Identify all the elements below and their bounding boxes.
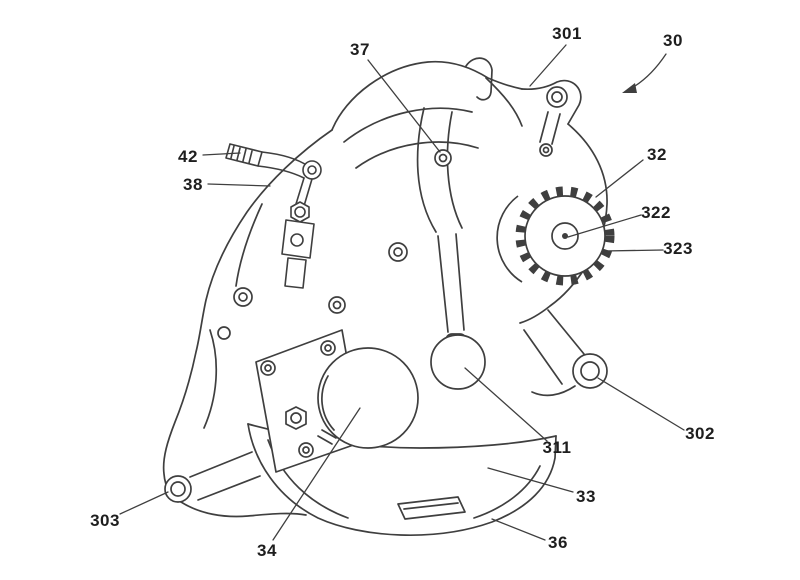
ref-label-323: 323 [663,239,693,258]
sprocket-center-dot [562,233,568,239]
leader-303 [119,491,169,515]
large-boss-34 [317,347,419,449]
engine-case-outline [162,57,608,518]
ref-label-302: 302 [685,424,715,443]
bolts-and-bosses [217,143,553,340]
center-bosses [317,233,486,449]
ref-label-322: 322 [641,203,671,222]
ref-label-34: 34 [257,541,277,560]
ref-label-42: 42 [178,147,198,166]
shaft-boss-311 [430,334,486,390]
sprocket [496,186,615,286]
leader-302 [597,377,685,431]
leader-32 [595,159,644,198]
ref-label-311: 311 [542,438,572,457]
shift-linkage [225,143,322,289]
ref-label-37: 37 [350,40,370,59]
ref-label-38: 38 [183,175,203,194]
ref-label-303: 303 [90,511,120,530]
ref-label-30: 30 [663,31,683,50]
leader-30-arrow [629,53,667,90]
ref-label-32: 32 [647,145,667,164]
leader-37 [367,59,441,153]
leader-30-arrowhead [622,83,637,93]
leader-34 [272,407,361,541]
ref-label-301: 301 [552,24,582,43]
leader-311 [464,367,548,442]
leader-lines [119,44,685,541]
leader-38 [207,183,271,187]
ref-label-36: 36 [548,533,568,552]
leader-322 [567,214,642,238]
leader-36 [491,518,546,541]
leader-33 [487,467,574,493]
vent-slot [397,496,466,520]
sprocket-teeth [515,186,615,286]
leader-301 [529,44,567,87]
leader-323 [602,249,664,252]
ref-label-33: 33 [576,487,596,506]
leader-42 [202,152,241,156]
mounting-lugs [164,86,608,503]
